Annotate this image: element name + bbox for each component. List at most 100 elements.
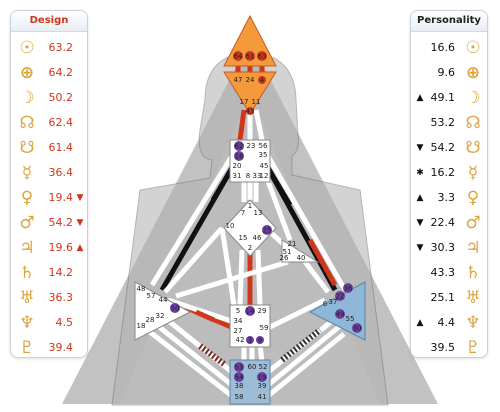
moon-icon: ☽ <box>19 87 35 108</box>
jupiter-icon: ♃ <box>465 237 481 258</box>
gate-54: 54 <box>235 374 244 382</box>
gate-51: 51 <box>283 248 292 256</box>
channel-9-52 <box>257 344 265 363</box>
gate-6: 6 <box>323 300 328 308</box>
accent-12-black <box>265 166 293 207</box>
gate-1: 1 <box>248 202 252 210</box>
gate-15: 15 <box>239 234 248 242</box>
personality-neptune-value: 4.4 <box>437 316 456 329</box>
gate-30: 30 <box>353 325 362 333</box>
neptune-icon: ♆ <box>19 312 35 333</box>
design-panel: Design ☉63.2 ⊕64.2 ☽50.2 ☊62.4 ☋61.4 ☿36… <box>10 10 88 358</box>
gate-21: 21 <box>288 240 297 248</box>
design-row-north-node: ☊62.4 <box>11 110 87 135</box>
gate-18: 18 <box>137 322 146 330</box>
personality-row-mars: ▼22.4♂ <box>411 210 487 235</box>
channel-28-38 <box>156 324 234 387</box>
personality-panel: Personality 16.6☉ 9.6⊕ ▲49.1☽ 53.2☊ ▼54.… <box>410 10 488 358</box>
uranus-icon: ♅ <box>465 287 481 308</box>
design-pluto-value: 39.4 <box>48 341 74 354</box>
personality-row-saturn: 43.3 ♄ <box>411 260 487 285</box>
gate-29: 29 <box>258 307 267 315</box>
design-mars-mark: ▼ <box>76 217 84 228</box>
sun-icon: ☉ <box>19 37 35 58</box>
gate-13: 13 <box>254 209 263 217</box>
personality-row-pluto: 39.5♇ <box>411 335 487 358</box>
gate-17: 17 <box>240 98 249 106</box>
personality-row-earth: 9.6⊕ <box>411 60 487 85</box>
accent-50-red <box>194 309 216 323</box>
gate-49: 49 <box>336 311 345 319</box>
accent-19-striped <box>280 327 322 363</box>
sun-icon: ☉ <box>465 37 481 58</box>
design-row-moon: ☽ 50.2 <box>11 85 87 110</box>
south-node-icon: ☋ <box>465 137 481 158</box>
mars-icon: ♂ <box>19 212 35 233</box>
design-earth-value: 64.2 <box>48 66 74 79</box>
gate-60: 60 <box>248 363 257 371</box>
design-venus-mark: ▼ <box>76 192 84 203</box>
personality-row-south-node: ▼54.2☋ <box>411 135 487 160</box>
channel-17-62 <box>237 109 247 141</box>
accent-20-black <box>210 166 235 202</box>
gate-23: 23 <box>247 142 256 150</box>
gate-10: 10 <box>226 222 235 230</box>
channel-39-55 <box>266 324 342 387</box>
channel-10-34 <box>219 227 239 319</box>
personality-row-moon: ▲49.1☽ <box>411 85 487 110</box>
design-mercury-value: 36.4 <box>48 166 74 179</box>
design-row-pluto: ♇39.4 <box>11 335 87 358</box>
personality-moon-mark: ▲ <box>416 92 424 103</box>
design-row-jupiter: ♃19.6▲ <box>11 235 87 260</box>
gate-5: 5 <box>236 307 240 315</box>
personality-south-node-value: 54.2 <box>430 141 456 154</box>
channel-57-34 <box>167 297 235 325</box>
personality-venus-value: 3.3 <box>437 191 456 204</box>
personality-row-north-node: 53.2☊ <box>411 110 487 135</box>
gate-47: 47 <box>234 76 243 84</box>
gate-42: 42 <box>236 336 245 344</box>
personality-earth-value: 9.6 <box>437 66 456 79</box>
gate-64: 64 <box>234 53 243 61</box>
gate-26: 26 <box>280 254 289 262</box>
gate-16: 16 <box>235 153 244 161</box>
gate-9: 9 <box>258 337 262 345</box>
gate-52: 52 <box>259 363 268 371</box>
design-moon-value: 50.2 <box>48 91 74 104</box>
personality-row-uranus: 25.1♅ <box>411 285 487 310</box>
channel-45-21 <box>263 175 293 241</box>
accent-22-red <box>307 238 338 287</box>
saturn-icon: ♄ <box>465 262 481 283</box>
gate-41: 41 <box>258 393 267 401</box>
channel-32-54 <box>163 316 234 374</box>
gate-57: 57 <box>147 292 156 300</box>
north-node-icon: ☊ <box>19 112 35 133</box>
personality-saturn-value: 43.3 <box>430 266 456 279</box>
channel-10-57 <box>163 226 224 294</box>
personality-mercury-mark: ✱ <box>416 167 424 178</box>
venus-icon: ♀ <box>20 187 34 208</box>
moon-icon: ☽ <box>465 87 481 108</box>
personality-row-venus: ▲3.3♀ <box>411 185 487 210</box>
personality-mars-mark: ▼ <box>416 217 424 228</box>
design-sun-value: 63.2 <box>48 41 74 54</box>
channel-18-58 <box>148 330 234 398</box>
channel-46-29 <box>255 249 263 306</box>
gate-50: 50 <box>171 305 180 313</box>
neptune-icon: ♆ <box>465 312 481 333</box>
channel-16-48 <box>149 154 235 287</box>
design-jupiter-value: 19.6 <box>48 241 74 254</box>
gate-35: 35 <box>259 151 268 159</box>
design-saturn-value: 14.2 <box>48 266 74 279</box>
design-uranus-value: 36.3 <box>48 291 74 304</box>
gate-61: 61 <box>246 53 255 61</box>
earth-icon: ⊕ <box>19 62 35 83</box>
personality-mercury-value: 16.2 <box>430 166 456 179</box>
mars-icon: ♂ <box>465 212 481 233</box>
personality-jupiter-mark: ▼ <box>416 242 424 253</box>
accent-54-striped <box>198 343 226 367</box>
gate-39: 39 <box>258 382 267 390</box>
gate-12: 12 <box>260 172 269 180</box>
gate-27: 27 <box>234 327 243 335</box>
